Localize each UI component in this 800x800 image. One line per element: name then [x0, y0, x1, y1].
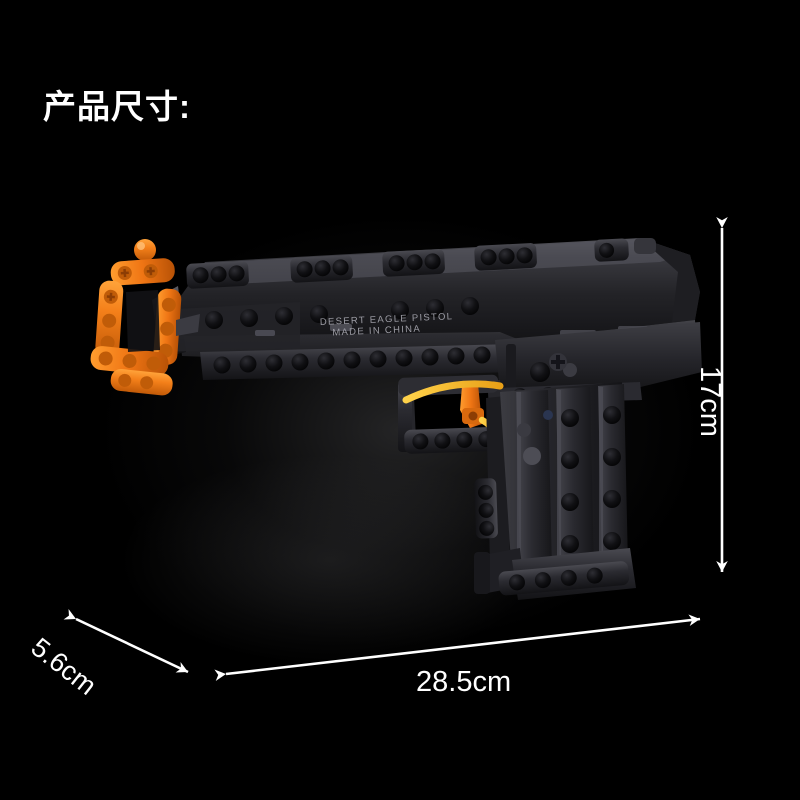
pistol-grip [474, 382, 628, 578]
depth-dimension-arrow [63, 609, 189, 674]
lower-rail-beam [200, 344, 515, 380]
page-title: 产品尺寸: [43, 88, 191, 125]
engraving-line-2: MADE IN CHINA [332, 324, 421, 339]
slide-side-holes [205, 297, 479, 329]
height-dimension-label: 17cm [694, 366, 726, 437]
grip-base [474, 548, 636, 600]
width-dimension-label: 28.5cm [416, 666, 512, 698]
barrel-tip [176, 314, 200, 336]
slide-top-pin-beams [186, 238, 656, 289]
muzzle-assembly [90, 239, 182, 396]
product-engraving: DESERT EAGLE PISTOL MADE IN CHINA [320, 311, 454, 339]
width-dimension-arrow [214, 614, 701, 682]
